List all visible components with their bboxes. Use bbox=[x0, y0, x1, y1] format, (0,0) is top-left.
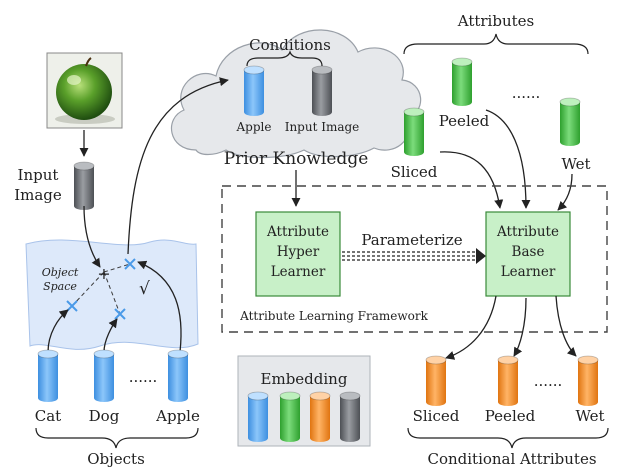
attributes-ellipsis: ...... bbox=[512, 84, 541, 102]
arrow-apple-to-conditions bbox=[127, 77, 229, 255]
embedding-title: Embedding bbox=[261, 370, 348, 388]
embedding-cylinder-orange bbox=[309, 391, 331, 442]
attribute-cylinder-sliced bbox=[403, 107, 425, 156]
input-image-label-1: Input bbox=[18, 166, 59, 184]
condition-label-apple: Apple bbox=[236, 120, 272, 134]
parameterize-arrowhead bbox=[476, 248, 486, 264]
condition-cylinder-input-image bbox=[311, 65, 333, 116]
arrow-cat-to-space bbox=[47, 309, 69, 353]
objects-caption: Objects bbox=[87, 450, 145, 468]
conditional-label-wet: Wet bbox=[575, 407, 604, 425]
conditions-title: Conditions bbox=[249, 36, 331, 54]
parameterize-label: Parameterize bbox=[361, 231, 462, 249]
objects-ellipsis: ...... bbox=[129, 368, 158, 386]
prior-knowledge-label: Prior Knowledge bbox=[224, 149, 369, 169]
attribute-label-sliced: Sliced bbox=[391, 163, 438, 181]
arrow-wet-to-base bbox=[557, 173, 573, 211]
attribute-label-peeled: Peeled bbox=[439, 112, 490, 130]
conditional-cylinder-peeled bbox=[497, 355, 519, 406]
selected-check-mark: √ bbox=[139, 279, 150, 299]
arrow-sliced-to-base bbox=[439, 151, 504, 209]
arrow-input-to-space bbox=[83, 205, 101, 268]
conditional-cylinder-sliced bbox=[425, 355, 447, 406]
conditional-label-sliced: Sliced bbox=[413, 407, 460, 425]
input-apple-photo bbox=[46, 52, 123, 129]
attribute-base-learner-box bbox=[485, 211, 571, 297]
condition-cylinder-apple bbox=[243, 65, 265, 116]
embedding-links bbox=[71, 263, 131, 315]
object-space-label-2: Space bbox=[43, 280, 77, 293]
arrow-apple-to-space bbox=[137, 260, 182, 353]
conditions-brace bbox=[246, 50, 323, 67]
conditional-label-peeled: Peeled bbox=[485, 407, 536, 425]
attribute-learning-framework-box bbox=[221, 185, 608, 333]
arrow-base-to-wet bbox=[555, 295, 577, 357]
embedding-cylinder-gray bbox=[339, 391, 361, 442]
arrow-peeled-to-base bbox=[485, 109, 531, 209]
framework-caption: Attribute Learning Framework bbox=[239, 309, 429, 323]
embedding-cylinder-green bbox=[279, 391, 301, 442]
object-cylinder-dog bbox=[93, 349, 115, 402]
conditional-brace bbox=[407, 427, 609, 449]
hyper-learner-line-2: Hyper bbox=[277, 244, 320, 260]
hyper-learner-line-1: Attribute bbox=[266, 224, 329, 240]
object-space-label-1: Object bbox=[42, 266, 79, 279]
object-cylinder-apple bbox=[167, 349, 189, 402]
conditional-attributes-caption: Conditional Attributes bbox=[427, 450, 596, 468]
objects-brace bbox=[35, 427, 199, 449]
attribute-cylinder-peeled bbox=[451, 57, 473, 106]
condition-label-input-image: Input Image bbox=[285, 120, 360, 134]
attribute-label-wet: Wet bbox=[561, 155, 590, 173]
query-plus-mark: + bbox=[97, 264, 110, 283]
object-label-dog: Dog bbox=[89, 407, 120, 425]
base-learner-line-3: Learner bbox=[501, 264, 556, 280]
arrow-dog-to-space bbox=[103, 318, 118, 353]
base-learner-line-2: Base bbox=[512, 244, 545, 260]
attributes-title: Attributes bbox=[457, 12, 534, 30]
attribute-cylinder-wet bbox=[559, 97, 581, 146]
attributes-brace bbox=[403, 33, 589, 55]
parameterize-arrow bbox=[342, 251, 478, 261]
conditional-ellipsis: ...... bbox=[534, 372, 563, 390]
object-point-markers bbox=[66, 258, 136, 320]
arrow-base-to-peeled bbox=[513, 297, 527, 357]
base-learner-line-1: Attribute bbox=[496, 224, 559, 240]
object-space-sheet bbox=[25, 239, 199, 350]
prior-knowledge-cloud bbox=[170, 29, 422, 159]
arrow-base-to-sliced bbox=[445, 295, 497, 360]
input-image-cylinder bbox=[73, 161, 95, 210]
object-label-apple: Apple bbox=[155, 407, 200, 425]
conditional-cylinder-wet bbox=[577, 355, 599, 406]
object-cylinder-cat bbox=[37, 349, 59, 402]
hyper-learner-line-3: Learner bbox=[271, 264, 326, 280]
object-label-cat: Cat bbox=[35, 407, 61, 425]
input-image-label-2: Image bbox=[14, 186, 62, 204]
attribute-hyper-learner-box bbox=[255, 211, 341, 297]
embedding-cylinder-blue bbox=[247, 391, 269, 442]
